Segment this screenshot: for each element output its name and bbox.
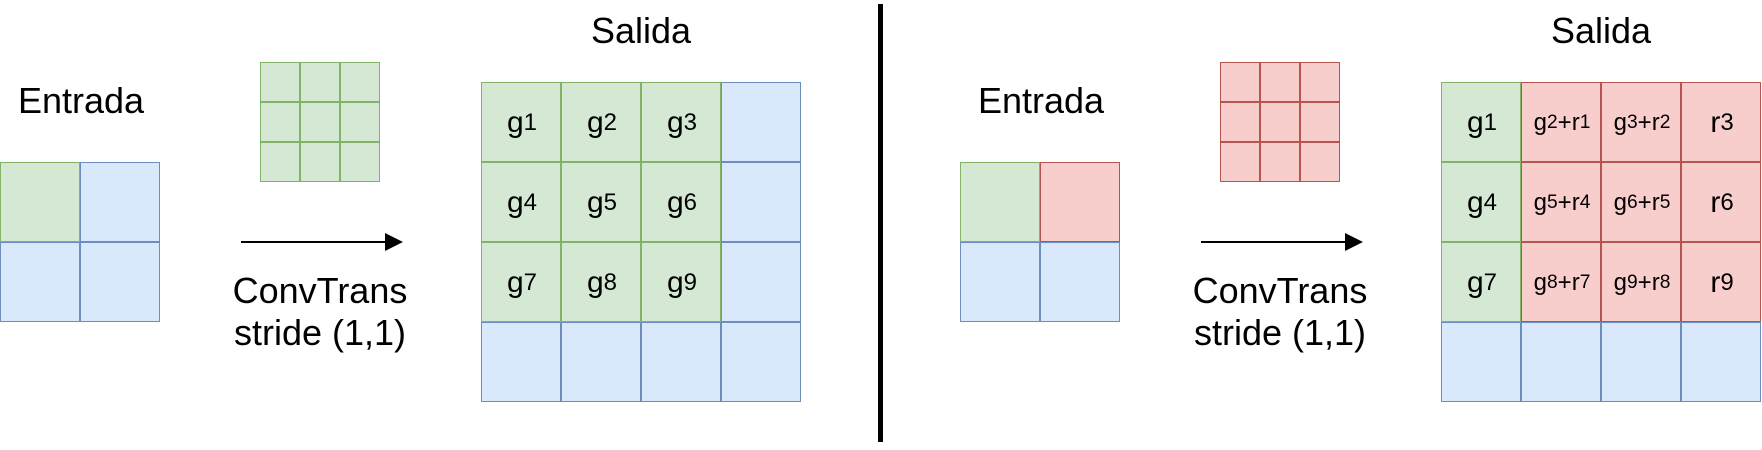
kernel-cell (1220, 102, 1260, 142)
kernel-cell (1300, 102, 1340, 142)
input-cell-red (1040, 162, 1120, 242)
output-cell (1681, 322, 1761, 402)
input-cell-blue (80, 162, 160, 242)
kernel-cell (340, 142, 380, 182)
input-cell-blue (1040, 242, 1120, 322)
kernel-cell (260, 62, 300, 102)
kernel-cell (340, 102, 380, 142)
right-input-title: Entrada (977, 80, 1105, 121)
kernel-cell (300, 62, 340, 102)
output-cell (721, 162, 801, 242)
kernel-cell (1260, 102, 1300, 142)
input-cell-blue (960, 242, 1040, 322)
output-cell (721, 242, 801, 322)
kernel-cell (300, 142, 340, 182)
kernel-cell (340, 62, 380, 102)
kernel-cell (1300, 142, 1340, 182)
kernel-cell (1220, 142, 1260, 182)
kernel-cell (1260, 62, 1300, 102)
kernel-cell (260, 102, 300, 142)
kernel-cell (1220, 62, 1260, 102)
kernel-cell (1300, 62, 1340, 102)
right-caption-line2: stride (1,1) (1193, 312, 1367, 353)
output-cell (561, 322, 641, 402)
divider-line (878, 4, 883, 442)
input-cell-green (0, 162, 80, 242)
output-cell (481, 322, 561, 402)
output-cell (1601, 322, 1681, 402)
input-cell-blue (80, 242, 160, 322)
left-arrow (241, 233, 403, 251)
left-caption-line1: ConvTrans (232, 270, 408, 311)
right-caption-line1: ConvTrans (1192, 270, 1368, 311)
right-output-title: Salida (1550, 10, 1652, 51)
output-cell (1521, 322, 1601, 402)
kernel-cell (300, 102, 340, 142)
right-arrow (1201, 233, 1363, 251)
output-cell (1441, 322, 1521, 402)
input-cell-blue (0, 242, 80, 322)
left-output-title: Salida (590, 10, 692, 51)
left-input-title: Entrada (17, 80, 145, 121)
kernel-cell (1260, 142, 1300, 182)
output-cell (721, 322, 801, 402)
left-caption-line2: stride (1,1) (233, 312, 407, 353)
output-cell (721, 82, 801, 162)
input-cell-green (960, 162, 1040, 242)
kernel-cell (260, 142, 300, 182)
output-cell (641, 322, 721, 402)
